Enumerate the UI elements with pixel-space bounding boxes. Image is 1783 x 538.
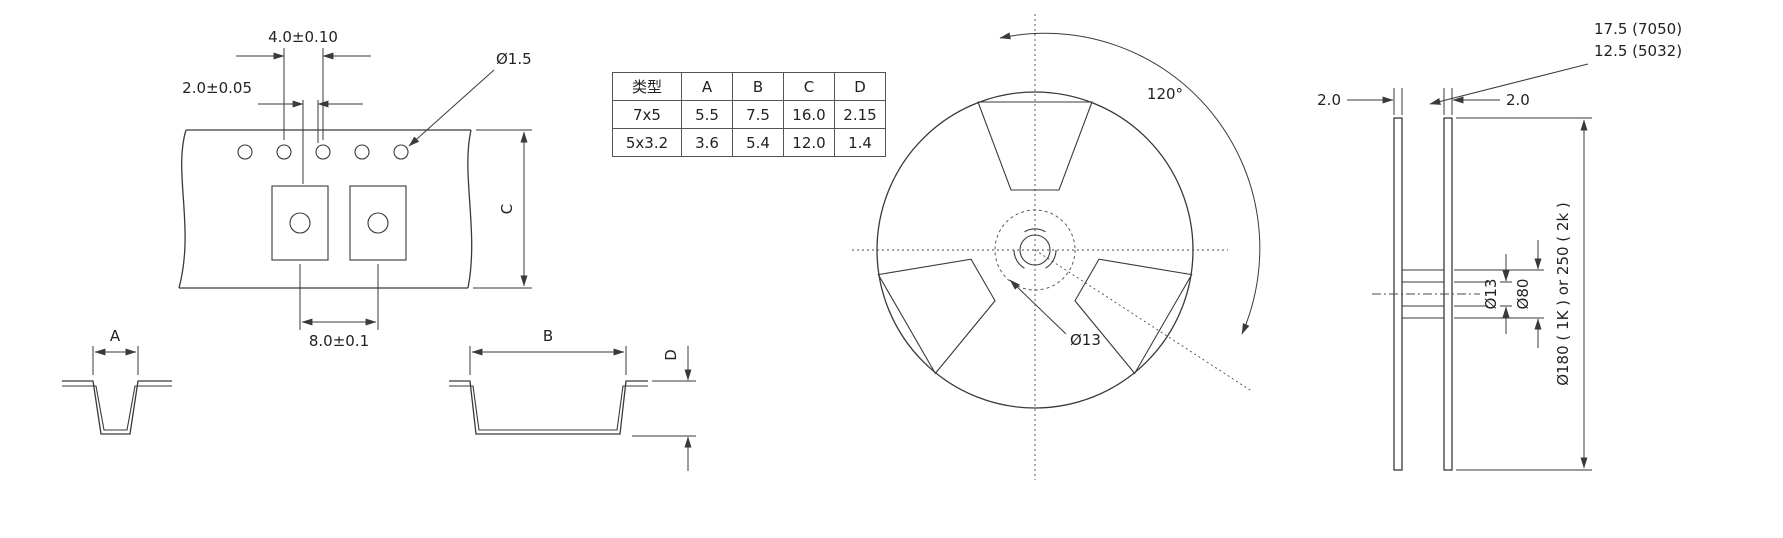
dim-pocket-pitch-label: 8.0±0.1 xyxy=(309,332,369,350)
dim-reel-diameter-label: Ø180 ( 1K ) or 250 ( 2k ) xyxy=(1554,202,1572,386)
dim-tape-width-5032-label: 12.5 (5032) xyxy=(1594,42,1682,60)
spec-cell: 1.4 xyxy=(834,128,886,157)
reel-front-view: 120° Ø13 xyxy=(852,14,1261,480)
dim-flange-thickness-right: 2.0 xyxy=(1443,88,1530,115)
dim-tape-width-leader: 17.5 (7050) 12.5 (5032) xyxy=(1429,20,1682,105)
spec-table-header-b: B xyxy=(732,72,784,101)
dim-tape-width-c: C xyxy=(473,129,532,289)
spec-cell: 7x5 xyxy=(612,100,682,129)
spec-cell: 16.0 xyxy=(783,100,835,129)
pocket-cross-section-a: A xyxy=(62,327,172,435)
spec-cell: 12.0 xyxy=(783,128,835,157)
pocket-cross-section-b: B xyxy=(449,327,648,435)
dim-sprocket-diameter-label: Ø1.5 xyxy=(496,50,532,68)
dim-tape-width-7050-label: 17.5 (7050) xyxy=(1594,20,1682,38)
dim-pocket-a-label: A xyxy=(110,327,121,345)
spec-cell: 5x3.2 xyxy=(612,128,682,157)
component-pockets xyxy=(271,185,407,261)
dim-pocket-pitch: 8.0±0.1 xyxy=(299,264,379,350)
dim-sprocket-diameter: Ø1.5 xyxy=(408,50,532,147)
dim-pocket-depth-d-label: D xyxy=(662,349,680,361)
pocket-spec-table: 类型 A B C D 7x5 5.5 7.5 16.0 2.15 5x3.2 3… xyxy=(612,72,886,157)
spec-table-header-c: C xyxy=(783,72,835,101)
dim-hub-hole-diameter: Ø13 xyxy=(1454,254,1512,334)
dim-sprocket-pitch: 4.0±0.10 xyxy=(236,28,371,140)
spec-cell: 5.4 xyxy=(732,128,784,157)
dim-hub-diameter-side-label: Ø80 xyxy=(1514,279,1532,310)
spec-table-row-7x5: 7x5 5.5 7.5 16.0 2.15 xyxy=(612,100,886,129)
dim-hub-diameter-front-label: Ø13 xyxy=(1070,331,1101,349)
spec-table-row-5x32: 5x3.2 3.6 5.4 12.0 1.4 xyxy=(612,128,886,157)
spec-table-header-row: 类型 A B C D xyxy=(612,72,886,101)
spec-cell: 5.5 xyxy=(681,100,733,129)
reel-window-cutouts xyxy=(877,101,1193,375)
dim-flange-thickness-right-label: 2.0 xyxy=(1506,91,1530,109)
reel-side-view: 17.5 (7050) 12.5 (5032) 2.0 2.0 Ø13 xyxy=(1317,20,1682,471)
dim-flange-thickness-left: 2.0 xyxy=(1317,88,1403,115)
dim-hub-hole-diameter-label: Ø13 xyxy=(1482,279,1500,310)
tape-right-break-edge xyxy=(467,129,473,289)
tape-left-break-edge xyxy=(178,129,187,289)
sprocket-holes xyxy=(237,144,409,160)
spec-cell: 2.15 xyxy=(834,100,886,129)
spec-table-header-type: 类型 xyxy=(612,72,682,101)
reel-diagonal-centerline xyxy=(1034,249,1254,393)
dim-sprocket-pitch-label: 4.0±0.10 xyxy=(268,28,338,46)
reel-hub-side-lines xyxy=(1402,269,1444,319)
carrier-tape-top-view: 4.0±0.10 2.0±0.05 Ø1.5 C 8.0±0.1 xyxy=(178,28,532,350)
dim-hole-offset: 2.0±0.05 xyxy=(182,79,363,184)
dim-flange-thickness-left-label: 2.0 xyxy=(1317,91,1341,109)
dim-pocket-depth-d: D xyxy=(632,346,696,471)
dim-reel-diameter: Ø180 ( 1K ) or 250 ( 2k ) xyxy=(1456,117,1592,471)
spec-cell: 7.5 xyxy=(732,100,784,129)
spec-table-header-a: A xyxy=(681,72,733,101)
dim-tape-width-c-label: C xyxy=(498,204,516,214)
dim-pocket-b-label: B xyxy=(543,327,553,345)
dim-window-angle: 120° xyxy=(999,32,1261,335)
dim-window-angle-label: 120° xyxy=(1147,85,1183,103)
spec-cell: 3.6 xyxy=(681,128,733,157)
dim-hub-diameter-side: Ø80 xyxy=(1454,240,1544,348)
spec-table-header-d: D xyxy=(834,72,886,101)
dim-hub-diameter-front: Ø13 xyxy=(1009,279,1101,349)
dim-hole-offset-label: 2.0±0.05 xyxy=(182,79,252,97)
